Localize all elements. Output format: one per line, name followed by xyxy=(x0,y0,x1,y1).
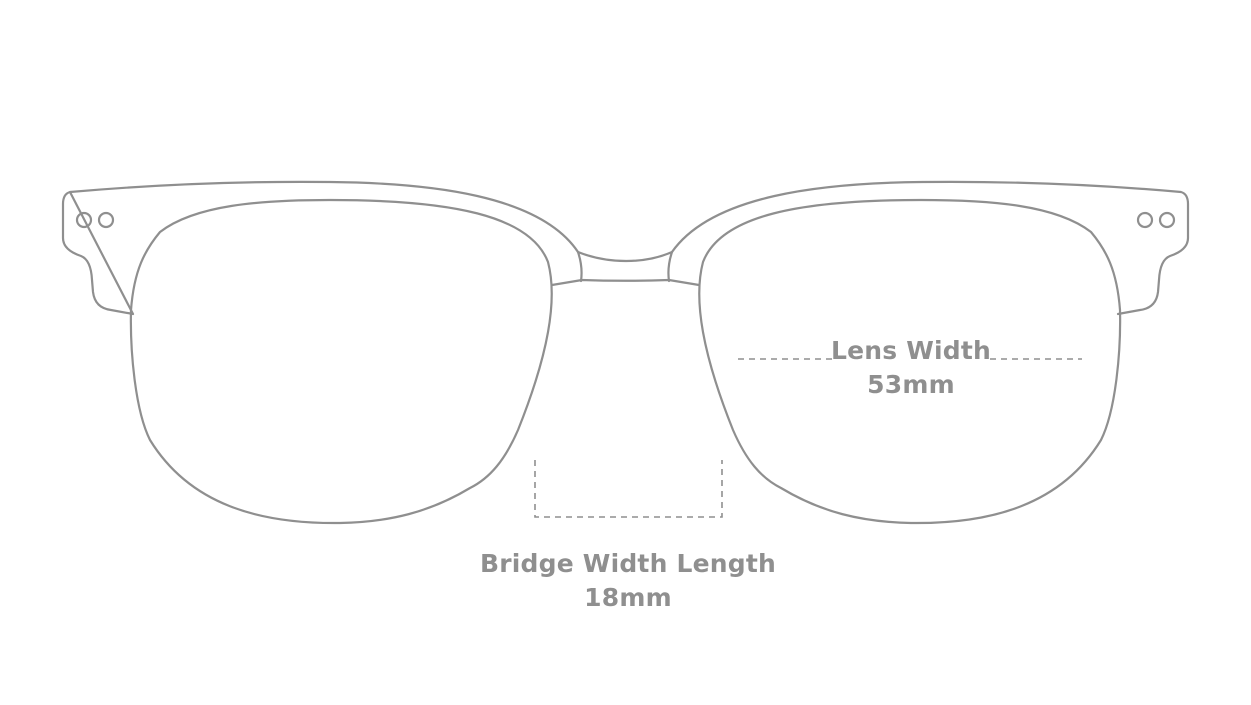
bridge-left-side xyxy=(576,250,583,283)
lens-width-value: 53mm xyxy=(867,370,955,399)
bridge-width-label: Bridge Width Length xyxy=(479,549,777,578)
right-rivet-outer xyxy=(1158,211,1176,229)
left-rivet-outer xyxy=(75,211,93,229)
bridge-width-guide xyxy=(534,460,723,518)
left-lens-outline xyxy=(129,198,553,525)
left-rivet-inner xyxy=(97,211,115,229)
lens-width-label: Lens Width xyxy=(830,336,992,365)
right-lens-outline xyxy=(698,198,1122,525)
right-rivet-inner xyxy=(1136,211,1154,229)
frame-outline xyxy=(61,180,1190,316)
bridge-width-value: 18mm xyxy=(584,583,672,612)
bridge-bar xyxy=(550,278,701,287)
bridge-right-side xyxy=(667,250,674,283)
